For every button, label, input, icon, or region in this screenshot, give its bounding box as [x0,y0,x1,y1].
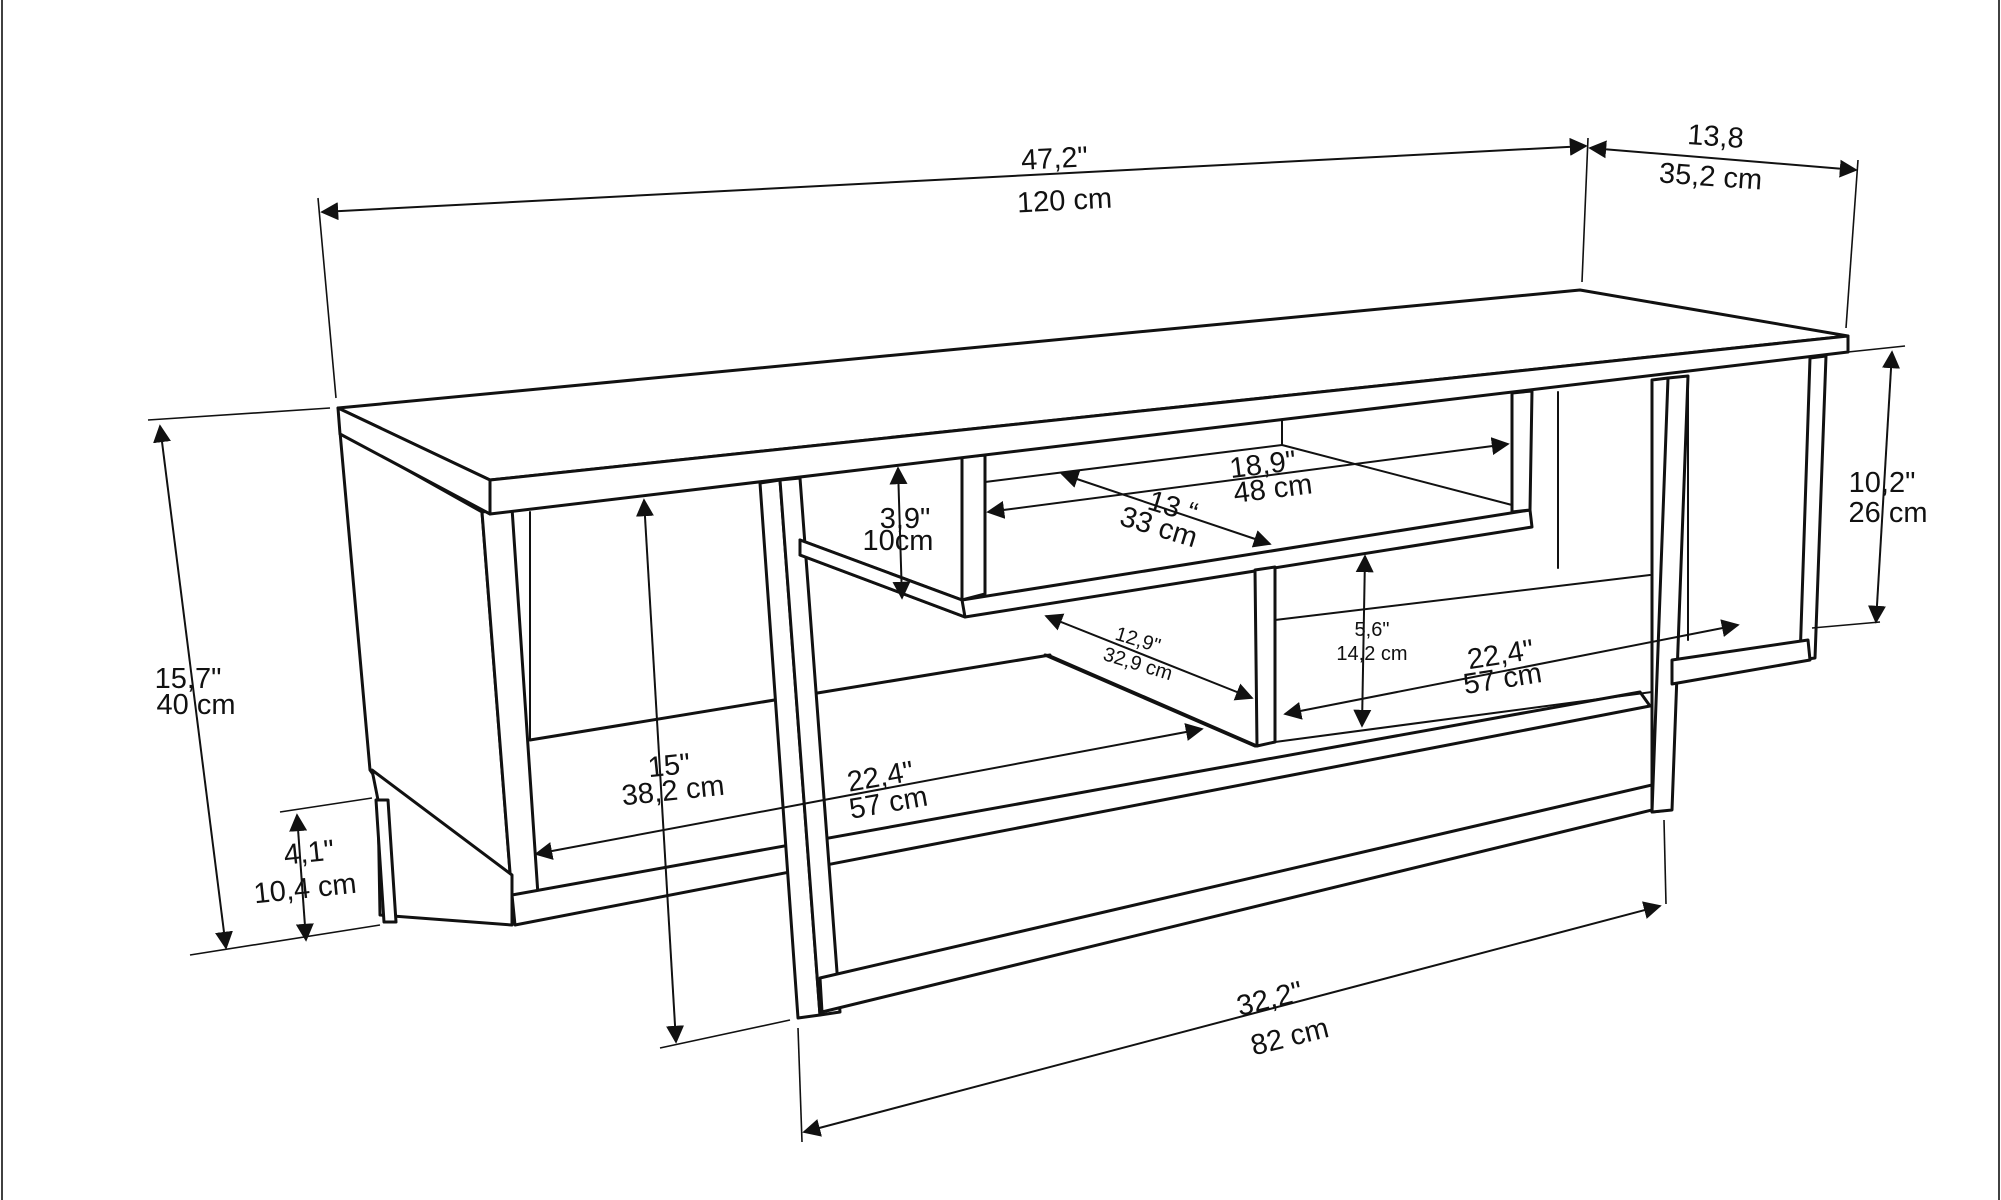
ext-depth-right [1845,159,1859,329]
ext-frame-right [1663,819,1667,905]
dim-middle-divider-depth [1044,613,1254,701]
upper-compartment-back-diag [1281,444,1513,506]
upper-compartment-left-wall [960,453,987,602]
ext-leg-top [279,797,373,813]
middle-gap-cm: 14,2 cm [1336,643,1407,665]
ext-left-compartment-bottom [659,1019,791,1049]
overall-height-inch: 15,7" [155,663,222,695]
dimension-lines [147,137,1906,1143]
leg-height-cm: 10,4 cm [252,868,358,911]
dim-right-shelf-width [1283,619,1740,720]
dim-middle-gap [1353,554,1374,728]
dim-frame-width [802,901,1662,1137]
dim-right-side-height [1867,350,1901,624]
center-divider [1253,565,1277,748]
ext-height-bottom [189,924,381,956]
left-leg [374,798,398,924]
dim-overall-height [153,424,233,950]
ext-right-height-bottom [1811,621,1881,629]
left-compartment-height-cm: 38,2 cm [620,770,726,813]
frame-width-cm: 82 cm [1248,1012,1332,1062]
right-side-height-cm: 26 cm [1849,497,1928,529]
dim-top-shelf-gap [889,466,911,600]
depth-inch: 13,8 [1686,119,1745,155]
middle-gap-inch: 5,6" [1355,619,1390,641]
overall-width-inch: 47,2" [1020,141,1088,176]
leg-height-inch: 4,1" [282,834,336,871]
overall-width-cm: 120 cm [1016,183,1113,220]
right-side-height-inch: 10,2" [1849,467,1916,499]
top-panel-left-edge [336,406,492,516]
ext-width-left [317,197,337,399]
ext-right-height-top [1847,345,1906,353]
right-cabinet-bottom [1670,638,1812,686]
ext-width-right [1581,137,1589,283]
right-side-panel [1798,354,1828,662]
dim-upper-shelf-depth [1060,470,1272,548]
furniture-drawing [336,288,1850,1020]
frame-width-inch: 32,2" [1234,976,1307,1023]
ext-height-top [147,407,331,421]
dim-leg-height [289,813,314,942]
bottom-shelf [510,690,1652,927]
top-panel [336,288,1850,482]
upper-compartment-right-wall [1510,389,1534,514]
ext-frame-left [797,1027,803,1143]
dim-overall-width [320,137,1588,221]
middle-back-wall [1274,574,1651,621]
left-base [370,768,514,927]
dim-left-bottom-shelf-width [534,723,1204,860]
dim-depth [1588,140,1858,178]
left-compartment-height-inch: 15" [646,748,692,784]
overall-height-cm: 40 cm [157,689,236,721]
top-shelf-gap-inch: 3,9" [880,503,931,535]
depth-cm: 35,2 cm [1658,157,1763,196]
top-shelf-gap-cm: 10cm [863,525,934,557]
